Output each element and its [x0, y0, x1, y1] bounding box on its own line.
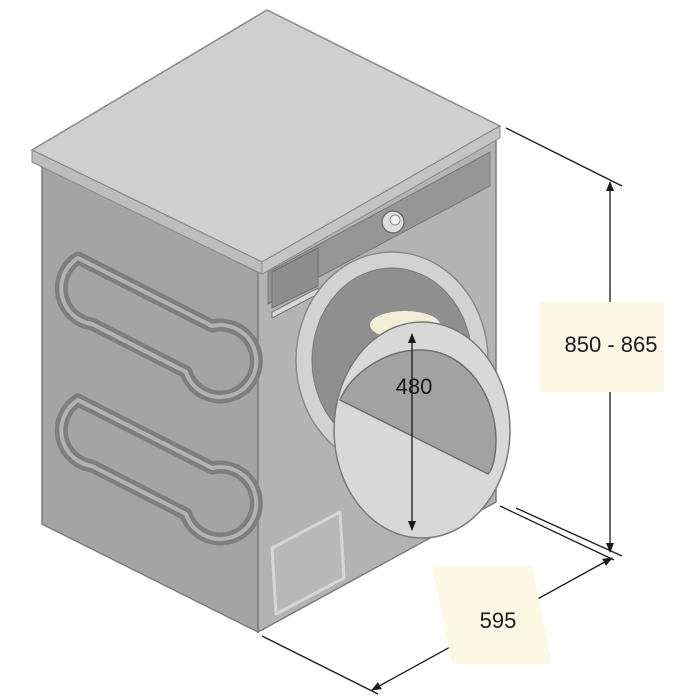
- top-edge-front: [261, 125, 501, 275]
- width-dimension-label: 595: [480, 608, 517, 633]
- display-window: [271, 247, 319, 309]
- height-label-background: [540, 302, 664, 392]
- height-dimension-label: 850 - 865: [565, 332, 658, 357]
- control-panel-strip: [267, 151, 491, 305]
- open-door: [333, 321, 511, 539]
- control-panel: [267, 151, 491, 319]
- height-ext-bottom: [515, 507, 623, 557]
- height-ext-top: [505, 127, 623, 187]
- side-oval-lower-inner: [59, 398, 259, 542]
- width-ext-left: [261, 635, 379, 695]
- width-label-background: [432, 566, 552, 664]
- door-glass: [339, 349, 497, 475]
- width-ext-right: [499, 505, 615, 561]
- circle-knob-icon: [381, 210, 405, 234]
- side-oval-upper-inner: [59, 256, 259, 400]
- door-opening-label: 480: [396, 374, 433, 399]
- service-hatch: [270, 510, 346, 616]
- side-embossing: [54, 251, 263, 546]
